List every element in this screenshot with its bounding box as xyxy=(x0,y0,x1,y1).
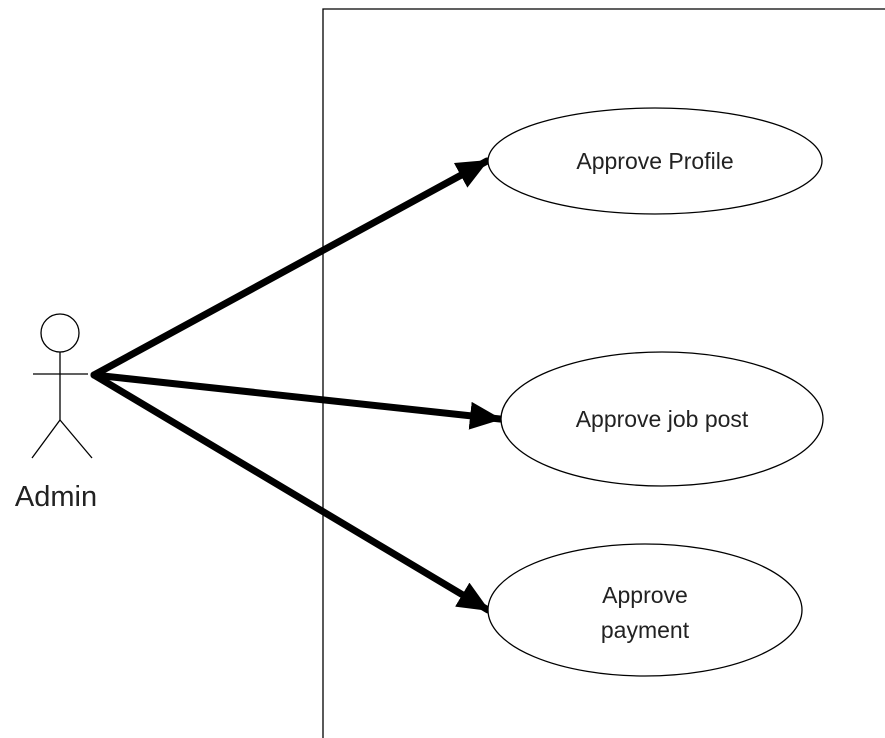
usecase-approve-payment-ellipse xyxy=(487,543,803,677)
usecase-approve-profile: Approve Profile xyxy=(487,107,823,215)
usecase-approve-job-post: Approve job post xyxy=(500,351,824,487)
usecase-approve-payment-label-line-1: Approve xyxy=(602,582,688,608)
actor-head xyxy=(40,313,80,353)
association-arrow-approve-payment xyxy=(90,371,492,614)
actor-label: Admin xyxy=(15,481,97,513)
usecase-approve-payment-label-line-2: payment xyxy=(601,617,690,643)
actor-right-leg xyxy=(59,419,93,459)
usecase-approve-payment: Approve payment xyxy=(487,543,803,677)
actor-figure xyxy=(31,313,93,459)
associations xyxy=(90,157,504,614)
usecase-approve-job-post-ellipse xyxy=(500,351,824,487)
system-boundary xyxy=(322,8,885,738)
usecase-approve-job-post-label: Approve job post xyxy=(576,406,749,432)
association-arrow-approve-profile xyxy=(90,157,491,379)
actor-left-leg xyxy=(31,419,61,459)
association-arrow-approve-job-post xyxy=(90,371,504,430)
usecase-approve-profile-ellipse xyxy=(487,107,823,215)
usecase-approve-profile-label: Approve Profile xyxy=(576,148,733,174)
